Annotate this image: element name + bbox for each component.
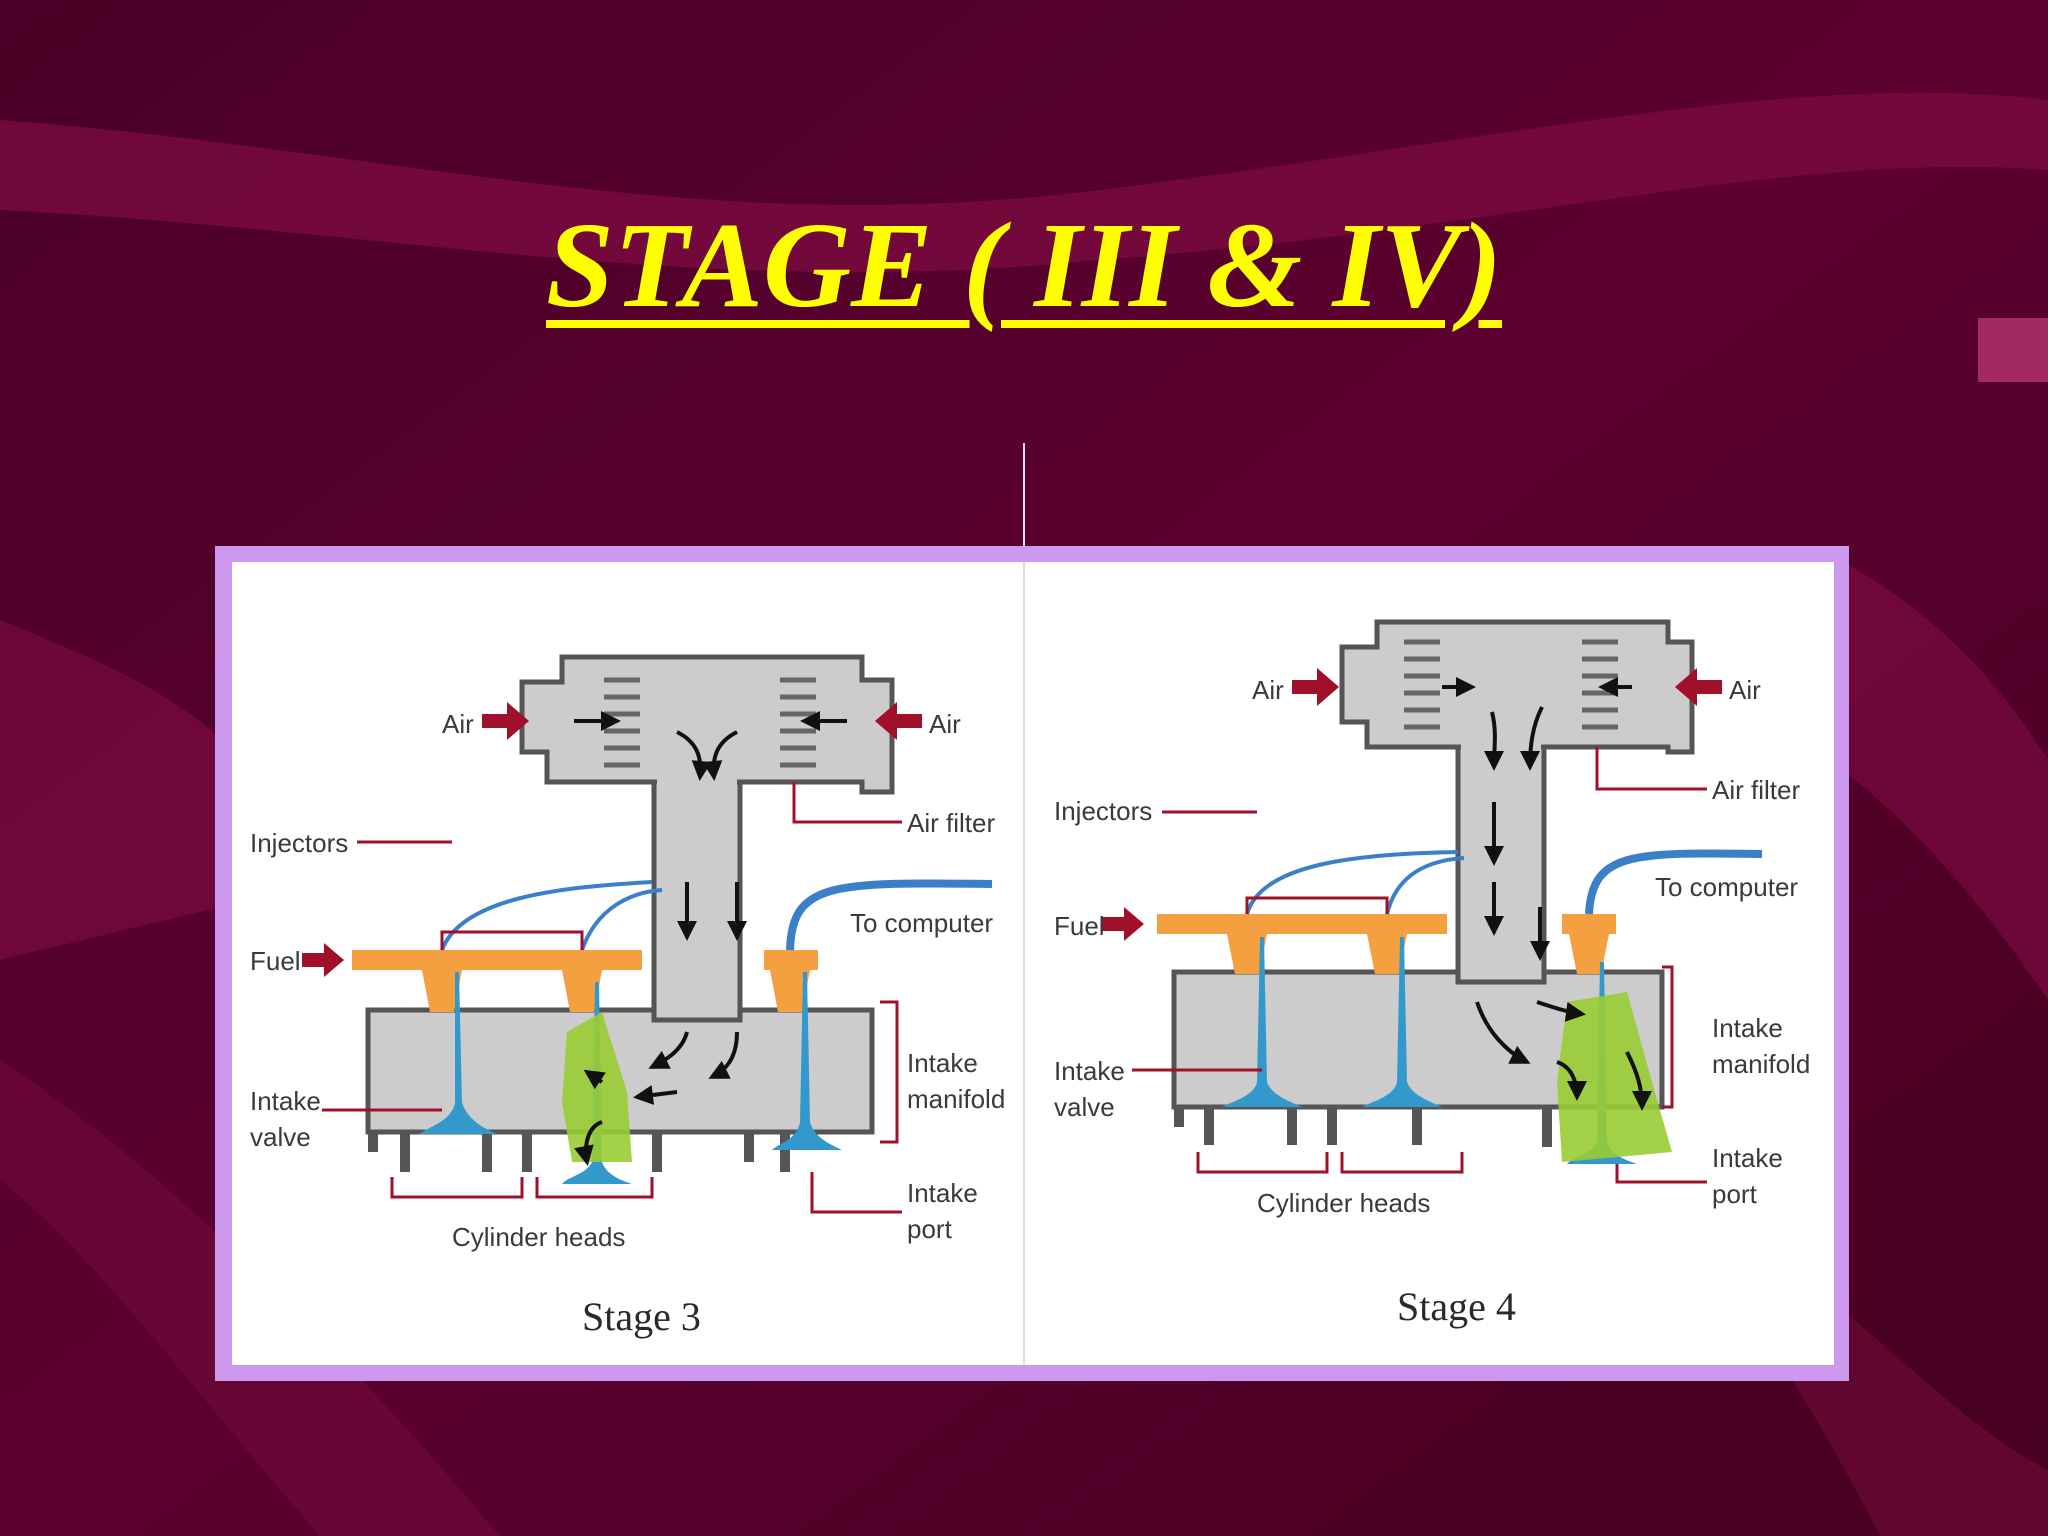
divider-line bbox=[1023, 443, 1025, 568]
fuel-rail-right bbox=[1562, 914, 1616, 934]
cylinder-head-ports bbox=[1174, 1107, 1552, 1147]
background-swoosh bbox=[1830, 560, 2048, 1000]
air-filter-slats-left bbox=[1404, 639, 1440, 730]
injector bbox=[1367, 934, 1407, 974]
injector bbox=[770, 970, 810, 1012]
injector-wire bbox=[580, 888, 663, 951]
air-label-left: Air bbox=[442, 709, 474, 739]
background-swoosh bbox=[0, 620, 263, 960]
leader-lines bbox=[1132, 747, 1707, 1184]
fuel-air-mixture bbox=[1557, 992, 1672, 1162]
air-filter-label: Air filter bbox=[1712, 775, 1800, 805]
diagram-panel: Air Air Air filter Injectors To computer… bbox=[232, 562, 1834, 1365]
fuel-inlet-arrow bbox=[1102, 907, 1144, 941]
stage3-caption: Stage 3 bbox=[582, 1294, 701, 1339]
intake-valve bbox=[420, 972, 497, 1134]
air-inlet-arrow bbox=[1292, 668, 1339, 706]
injector bbox=[1569, 934, 1609, 974]
stage4-caption: Stage 4 bbox=[1397, 1284, 1516, 1329]
injector bbox=[562, 970, 602, 1012]
air-inlet-arrow bbox=[482, 702, 529, 740]
stage4-diagram: Air Air Air filter Injectors To computer… bbox=[1054, 619, 1810, 1329]
fuel-injection-diagram: Air Air Air filter Injectors To computer… bbox=[250, 562, 1810, 1365]
injector bbox=[422, 970, 462, 1012]
fuel-rail bbox=[1157, 914, 1447, 934]
stage3-diagram: Air Air Air filter Injectors To computer… bbox=[250, 654, 1005, 1339]
air-flow-arrows bbox=[1442, 677, 1652, 1111]
injector-wire bbox=[1585, 849, 1763, 915]
cylinder-heads-label: Cylinder heads bbox=[452, 1222, 625, 1252]
injector-wire bbox=[1245, 850, 1459, 915]
injectors-label: Injectors bbox=[250, 828, 348, 858]
cylinder-head-ports bbox=[368, 1132, 790, 1172]
fuel-rail bbox=[352, 950, 642, 970]
to-computer-label: To computer bbox=[1655, 872, 1798, 902]
to-computer-label: To computer bbox=[850, 908, 993, 938]
intake-valve bbox=[772, 972, 842, 1150]
air-flow-arrows bbox=[574, 711, 847, 1166]
air-filter-label: Air filter bbox=[907, 808, 995, 838]
air-box bbox=[519, 654, 895, 795]
intake-valve bbox=[1362, 937, 1442, 1107]
air-inlet-arrow bbox=[875, 702, 922, 740]
leader-lines bbox=[322, 782, 902, 1214]
injectors-label: Injectors bbox=[1054, 796, 1152, 826]
intake-valve bbox=[1222, 937, 1302, 1107]
injector-wire bbox=[440, 880, 653, 951]
fuel-label: Fuel bbox=[250, 946, 301, 976]
injector-wire bbox=[1385, 856, 1465, 915]
slide-title: STAGE ( III & IV) bbox=[546, 198, 1502, 333]
fuel-rail-right bbox=[764, 950, 818, 970]
fuel-inlet-arrow bbox=[302, 943, 344, 977]
fuel-label: Fuel bbox=[1054, 911, 1105, 941]
air-label-left: Air bbox=[1252, 675, 1284, 705]
edge-accent bbox=[1978, 318, 2048, 382]
air-inlet-arrow bbox=[1675, 668, 1722, 706]
cylinder-heads-label: Cylinder heads bbox=[1257, 1188, 1430, 1218]
injector bbox=[1227, 934, 1267, 974]
air-label-right: Air bbox=[929, 709, 961, 739]
air-label-right: Air bbox=[1729, 675, 1761, 705]
air-box bbox=[1339, 619, 1695, 755]
injector-wire bbox=[786, 879, 993, 951]
background-swoosh bbox=[0, 92, 2048, 273]
